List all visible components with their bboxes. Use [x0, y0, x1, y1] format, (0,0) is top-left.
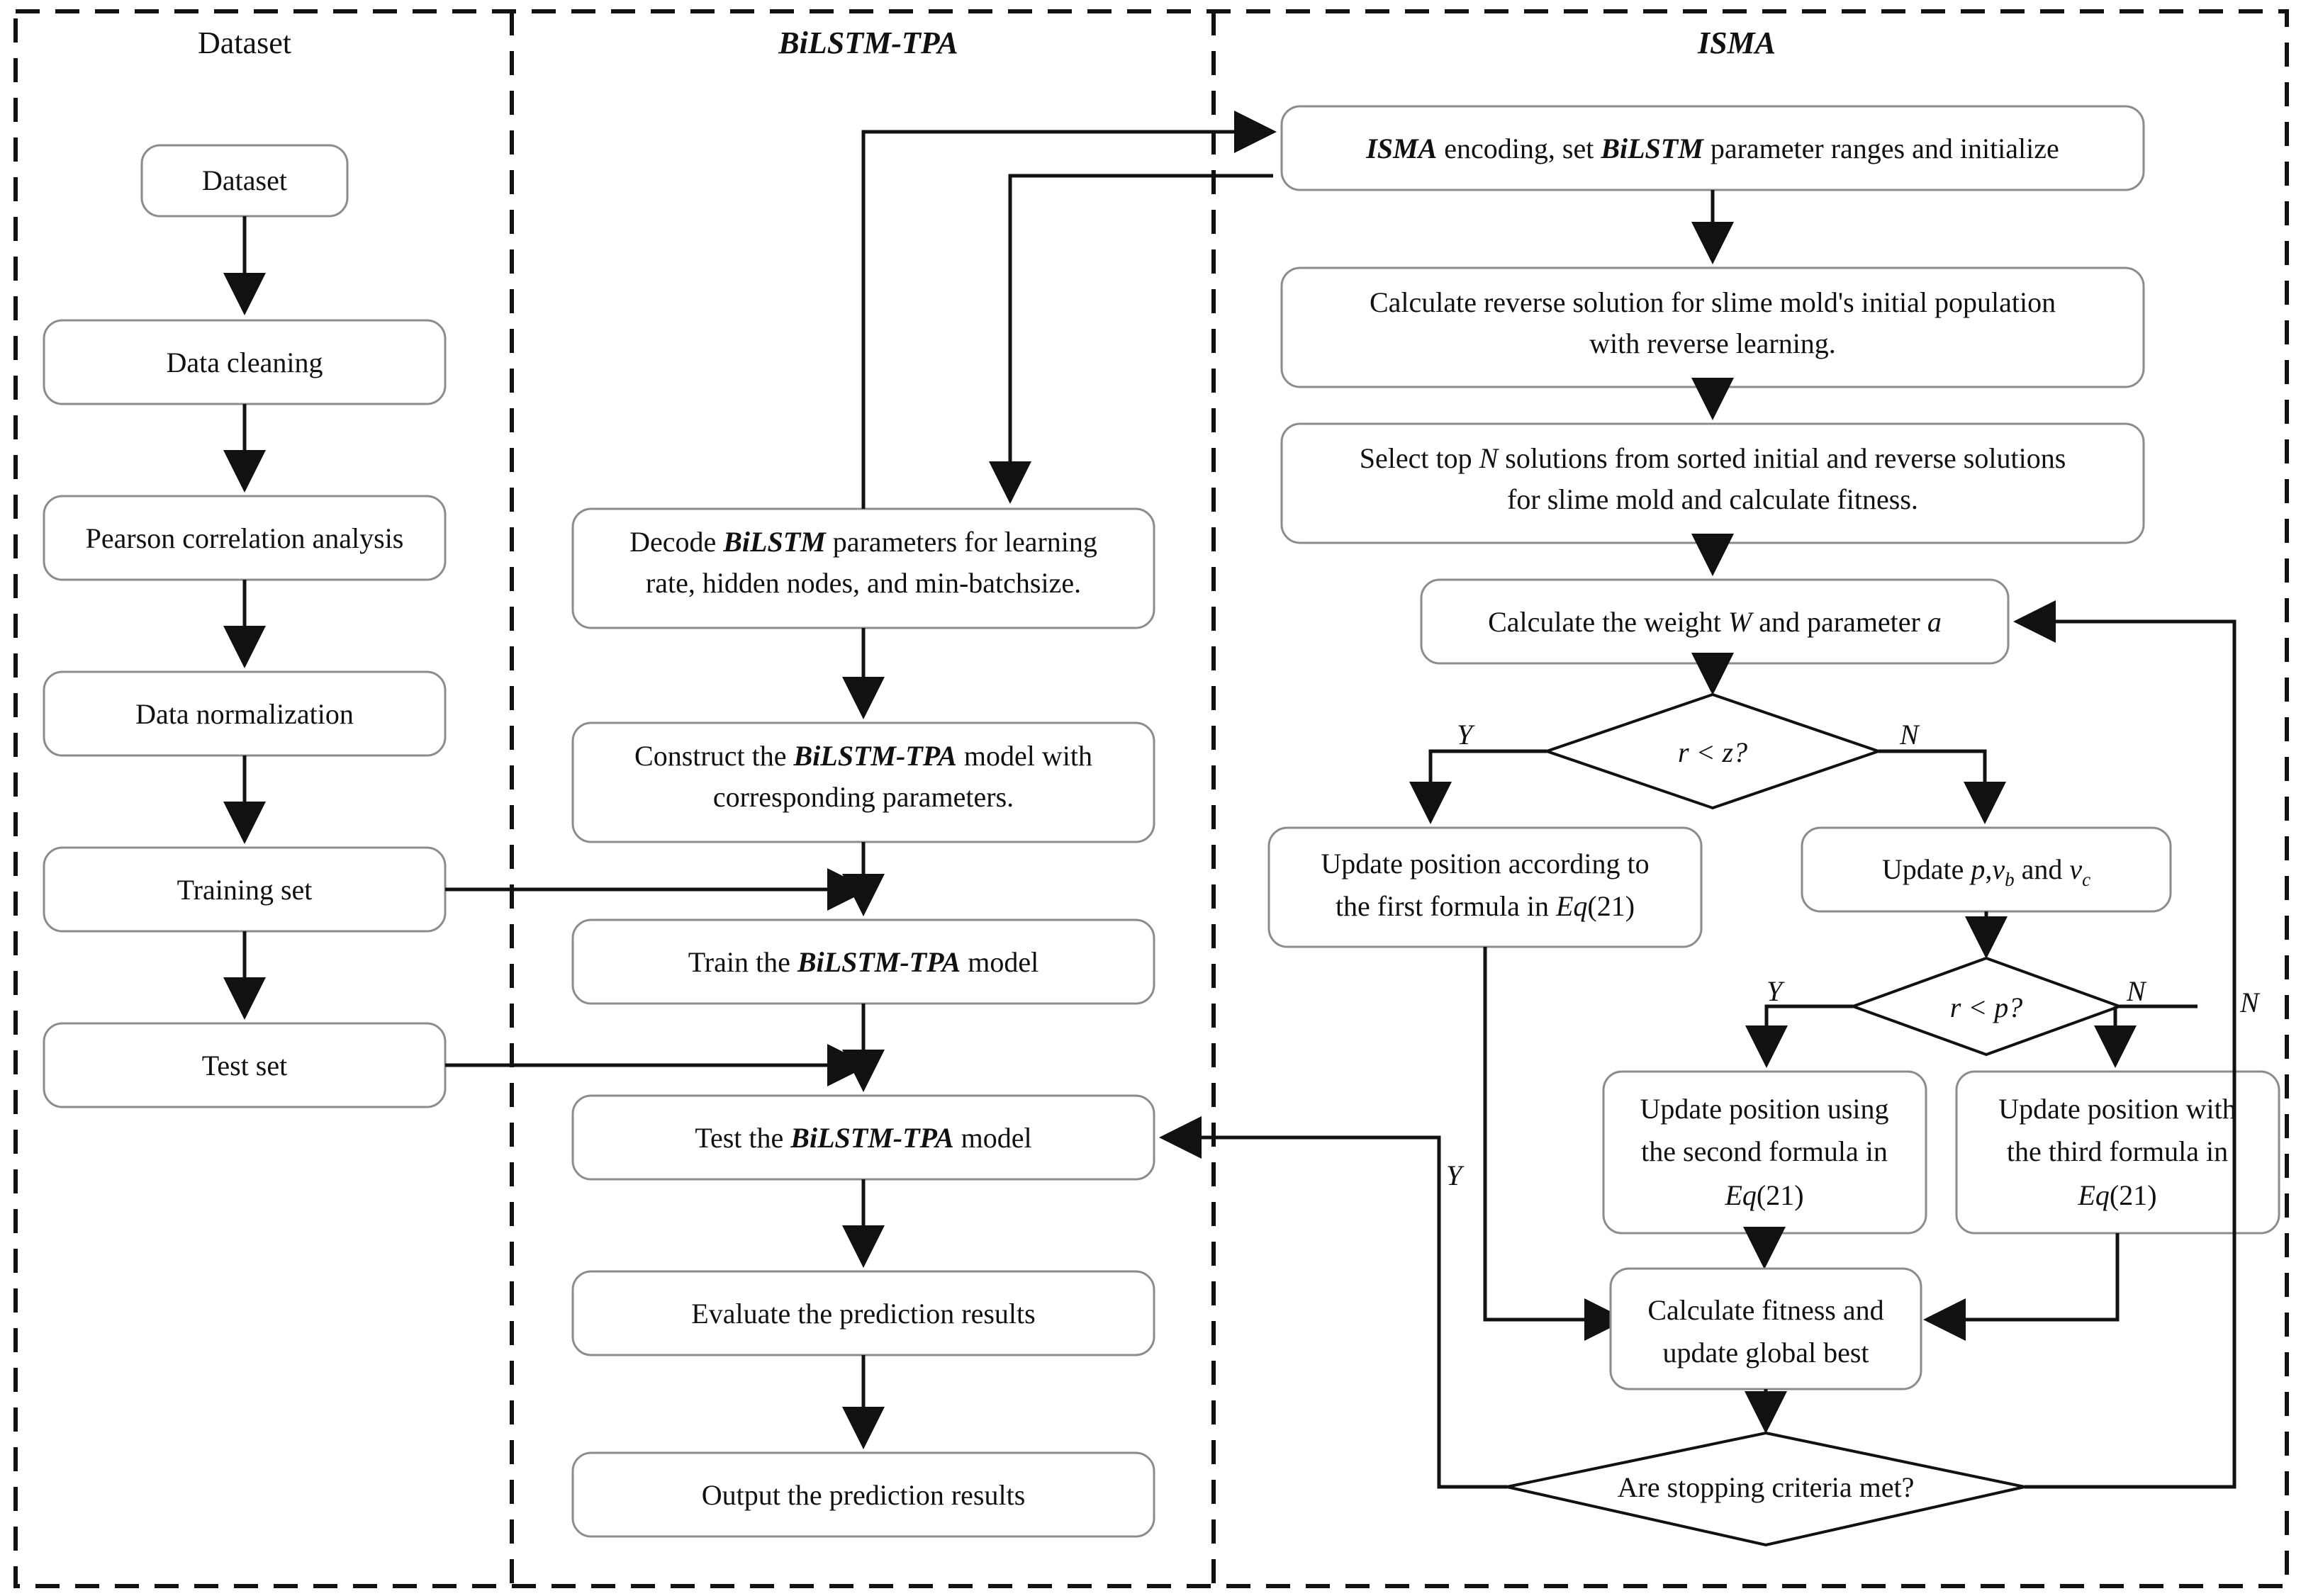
node-evaluate-label: Evaluate the prediction results: [691, 1298, 1035, 1330]
node-test-set-label: Test set: [202, 1050, 288, 1081]
edge-label-stop-yes: Y: [1446, 1159, 1465, 1191]
node-update-pvbvc-label: Update p,vb and vc: [1882, 853, 2090, 890]
node-data-cleaning-label: Data cleaning: [167, 347, 323, 378]
edge-rz-yes: [1409, 749, 1547, 824]
node-update-first-formula[interactable]: Update position according to the first f…: [1267, 826, 1703, 948]
node-update-p-vb-vc[interactable]: Update p,vb and vc: [1801, 826, 2172, 913]
edge-first-to-fitness: [1483, 947, 1627, 1341]
node-isma-encoding-label: ISMA encoding, set BiLSTM parameter rang…: [1365, 133, 2059, 164]
edge-label-rz-yes: Y: [1457, 719, 1475, 751]
node-update-third-formula[interactable]: Update position with the third formula i…: [1955, 1070, 2280, 1235]
node-update-second-line2: the second formula in: [1641, 1135, 1888, 1167]
node-reverse-line2: with reverse learning.: [1589, 327, 1836, 359]
node-isma-encoding[interactable]: ISMA encoding, set BiLSTM parameter rang…: [1280, 105, 2145, 191]
node-update-first-line1: Update position according to: [1321, 848, 1649, 880]
node-train-model[interactable]: Train the BiLSTM-TPA model: [571, 918, 1155, 1005]
node-select-line1: Select top N solutions from sorted initi…: [1360, 442, 2066, 474]
node-construct-line1: Construct the BiLSTM-TPA model with: [634, 740, 1092, 772]
node-training-set[interactable]: Training set: [43, 846, 447, 933]
column-header-dataset: Dataset: [198, 26, 291, 60]
node-normalization-label: Data normalization: [135, 698, 354, 730]
node-fitness-line2: update global best: [1662, 1337, 1869, 1369]
node-output-label: Output the prediction results: [702, 1479, 1026, 1511]
node-data-cleaning[interactable]: Data cleaning: [43, 319, 447, 405]
node-reverse-solution[interactable]: Calculate reverse solution for slime mol…: [1280, 266, 2145, 388]
edge-label-rp-yes: Y: [1767, 975, 1785, 1007]
edge-rp-yes: [1745, 1004, 1853, 1068]
node-select-line2: for slime mold and calculate fitness.: [1507, 483, 1918, 515]
edge-label-stop-no: N: [2239, 987, 2261, 1018]
edge-decode-up-to-encoding: [861, 130, 1273, 509]
edge-third-to-fitness: [1923, 1233, 2120, 1341]
node-test-label: Test the BiLSTM-TPA model: [695, 1122, 1031, 1154]
node-construct-model[interactable]: Construct the BiLSTM-TPA model with corr…: [571, 721, 1155, 843]
node-calculate-weight[interactable]: Calculate the weight W and parameter a: [1420, 578, 2010, 665]
node-pearson-label: Pearson correlation analysis: [86, 522, 404, 554]
decision-stopping-criteria[interactable]: Are stopping criteria met?: [1506, 1431, 2025, 1547]
edge-stop-no-to-weight: [2013, 600, 2236, 1489]
node-dataset[interactable]: Dataset: [140, 144, 349, 218]
decision-rz-label: r < z?: [1678, 736, 1747, 768]
node-calculate-fitness[interactable]: Calculate fitness and update global best: [1609, 1267, 1922, 1390]
node-weight-label: Calculate the weight W and parameter a: [1488, 606, 1942, 638]
decision-r-lt-z[interactable]: r < z?: [1542, 692, 1883, 810]
decision-stop-label: Are stopping criteria met?: [1618, 1471, 1915, 1503]
node-decode-line1: Decode BiLSTM parameters for learning: [629, 526, 1097, 558]
decision-rp-label: r < p?: [1950, 991, 2023, 1023]
node-data-normalization[interactable]: Data normalization: [43, 670, 447, 757]
node-update-second-line3: Eq(21): [1724, 1179, 1803, 1211]
node-test-model[interactable]: Test the BiLSTM-TPA model: [571, 1094, 1155, 1181]
node-training-set-label: Training set: [177, 874, 313, 906]
node-train-label: Train the BiLSTM-TPA model: [688, 946, 1038, 978]
edge-rz-no: [1879, 749, 2006, 824]
edge-encoding-to-decode: [989, 174, 1273, 504]
node-reverse-line1: Calculate reverse solution for slime mol…: [1370, 286, 2056, 318]
node-update-second-line1: Update position using: [1640, 1093, 1888, 1125]
node-output-results[interactable]: Output the prediction results: [571, 1451, 1155, 1538]
node-dataset-label: Dataset: [202, 164, 287, 196]
node-test-set[interactable]: Test set: [43, 1022, 447, 1108]
node-update-second-formula[interactable]: Update position using the second formula…: [1602, 1070, 1927, 1235]
edge-label-rz-no: N: [1899, 719, 1920, 751]
decision-r-lt-p[interactable]: r < p?: [1849, 956, 2124, 1057]
node-decode-parameters[interactable]: Decode BiLSTM parameters for learning ra…: [571, 507, 1155, 629]
edge-label-rp-no: N: [2126, 975, 2147, 1007]
column-header-bilstm-tpa: BiLSTM-TPA: [778, 26, 958, 60]
node-construct-line2: corresponding parameters.: [713, 781, 1014, 813]
swimlane-outer-border: [13, 9, 2289, 1588]
node-select-top-n[interactable]: Select top N solutions from sorted initi…: [1280, 422, 2145, 544]
node-evaluate-results[interactable]: Evaluate the prediction results: [571, 1270, 1155, 1356]
edge-stop-yes-to-test-model: [1159, 1116, 1507, 1489]
node-update-third-line2: the third formula in: [2007, 1135, 2228, 1167]
node-update-first-line2: the first formula in Eq(21): [1336, 890, 1635, 922]
node-update-third-line1: Update position with: [1998, 1093, 2236, 1125]
node-decode-line2: rate, hidden nodes, and min-batchsize.: [646, 567, 1081, 599]
column-header-isma: ISMA: [1697, 26, 1776, 60]
node-update-third-line3: Eq(21): [2077, 1179, 2156, 1211]
node-pearson-correlation[interactable]: Pearson correlation analysis: [43, 495, 447, 581]
node-fitness-line1: Calculate fitness and: [1647, 1294, 1883, 1326]
